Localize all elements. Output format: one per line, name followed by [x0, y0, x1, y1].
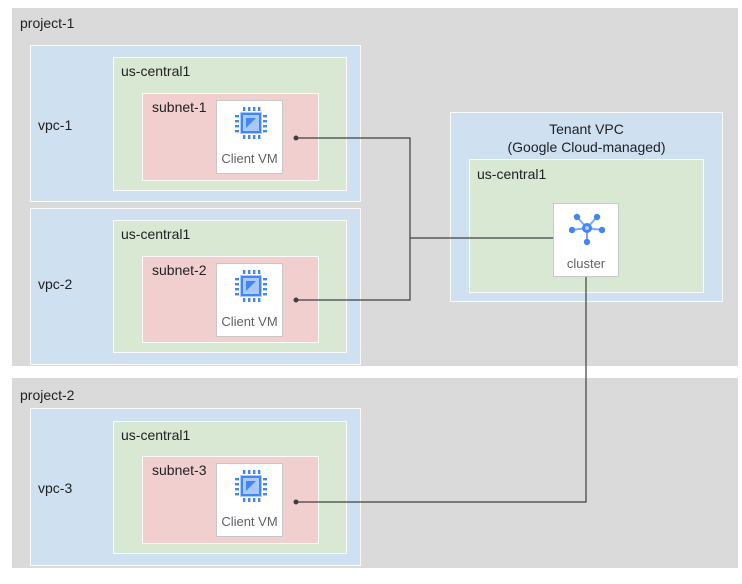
compute-chip-icon — [235, 270, 267, 302]
tenant-vpc-title-line2: (Google Cloud-managed) — [507, 139, 666, 155]
client-vm-3[interactable]: Client VM — [216, 463, 283, 537]
subnet-2-label: subnet-2 — [152, 262, 207, 278]
vm1-port-dot — [293, 135, 299, 141]
connector-cluster-to-vm3 — [296, 277, 587, 503]
subnet-1-label: subnet-1 — [152, 99, 207, 115]
client-vm-1-caption: Client VM — [221, 151, 278, 166]
vm2-port-dot — [293, 297, 299, 303]
compute-chip-icon — [235, 107, 267, 139]
tenant-vpc-title: Tenant VPC (Google Cloud-managed) — [450, 120, 723, 156]
vpc-2-label: vpc-2 — [38, 276, 73, 292]
client-vm-1[interactable]: Client VM — [216, 100, 283, 174]
vpc-3-label: vpc-3 — [38, 480, 73, 496]
connector-vm2-to-junction — [296, 238, 411, 301]
subnet-3-label: subnet-3 — [152, 462, 207, 478]
compute-chip-icon — [235, 470, 267, 502]
tenant-region-label: us-central1 — [477, 166, 547, 182]
vpc-2-region-label: us-central1 — [121, 226, 191, 242]
client-vm-2[interactable]: Client VM — [216, 263, 283, 337]
project-2-label: project-2 — [20, 387, 75, 403]
project-1-label: project-1 — [20, 15, 75, 31]
vpc-3-region-label: us-central1 — [121, 427, 191, 443]
cluster-hub-icon — [569, 213, 605, 246]
client-vm-2-caption: Client VM — [221, 314, 278, 329]
vm3-port-dot — [293, 499, 299, 505]
cluster-caption: cluster — [566, 256, 606, 271]
client-vm-3-caption: Client VM — [221, 514, 278, 529]
connector-vm1-to-junction — [296, 137, 411, 238]
cluster-node[interactable]: cluster — [553, 203, 619, 277]
vpc-1-region-label: us-central1 — [121, 63, 191, 79]
tenant-vpc-title-line1: Tenant VPC — [549, 121, 624, 137]
vpc-1-label: vpc-1 — [38, 117, 73, 133]
